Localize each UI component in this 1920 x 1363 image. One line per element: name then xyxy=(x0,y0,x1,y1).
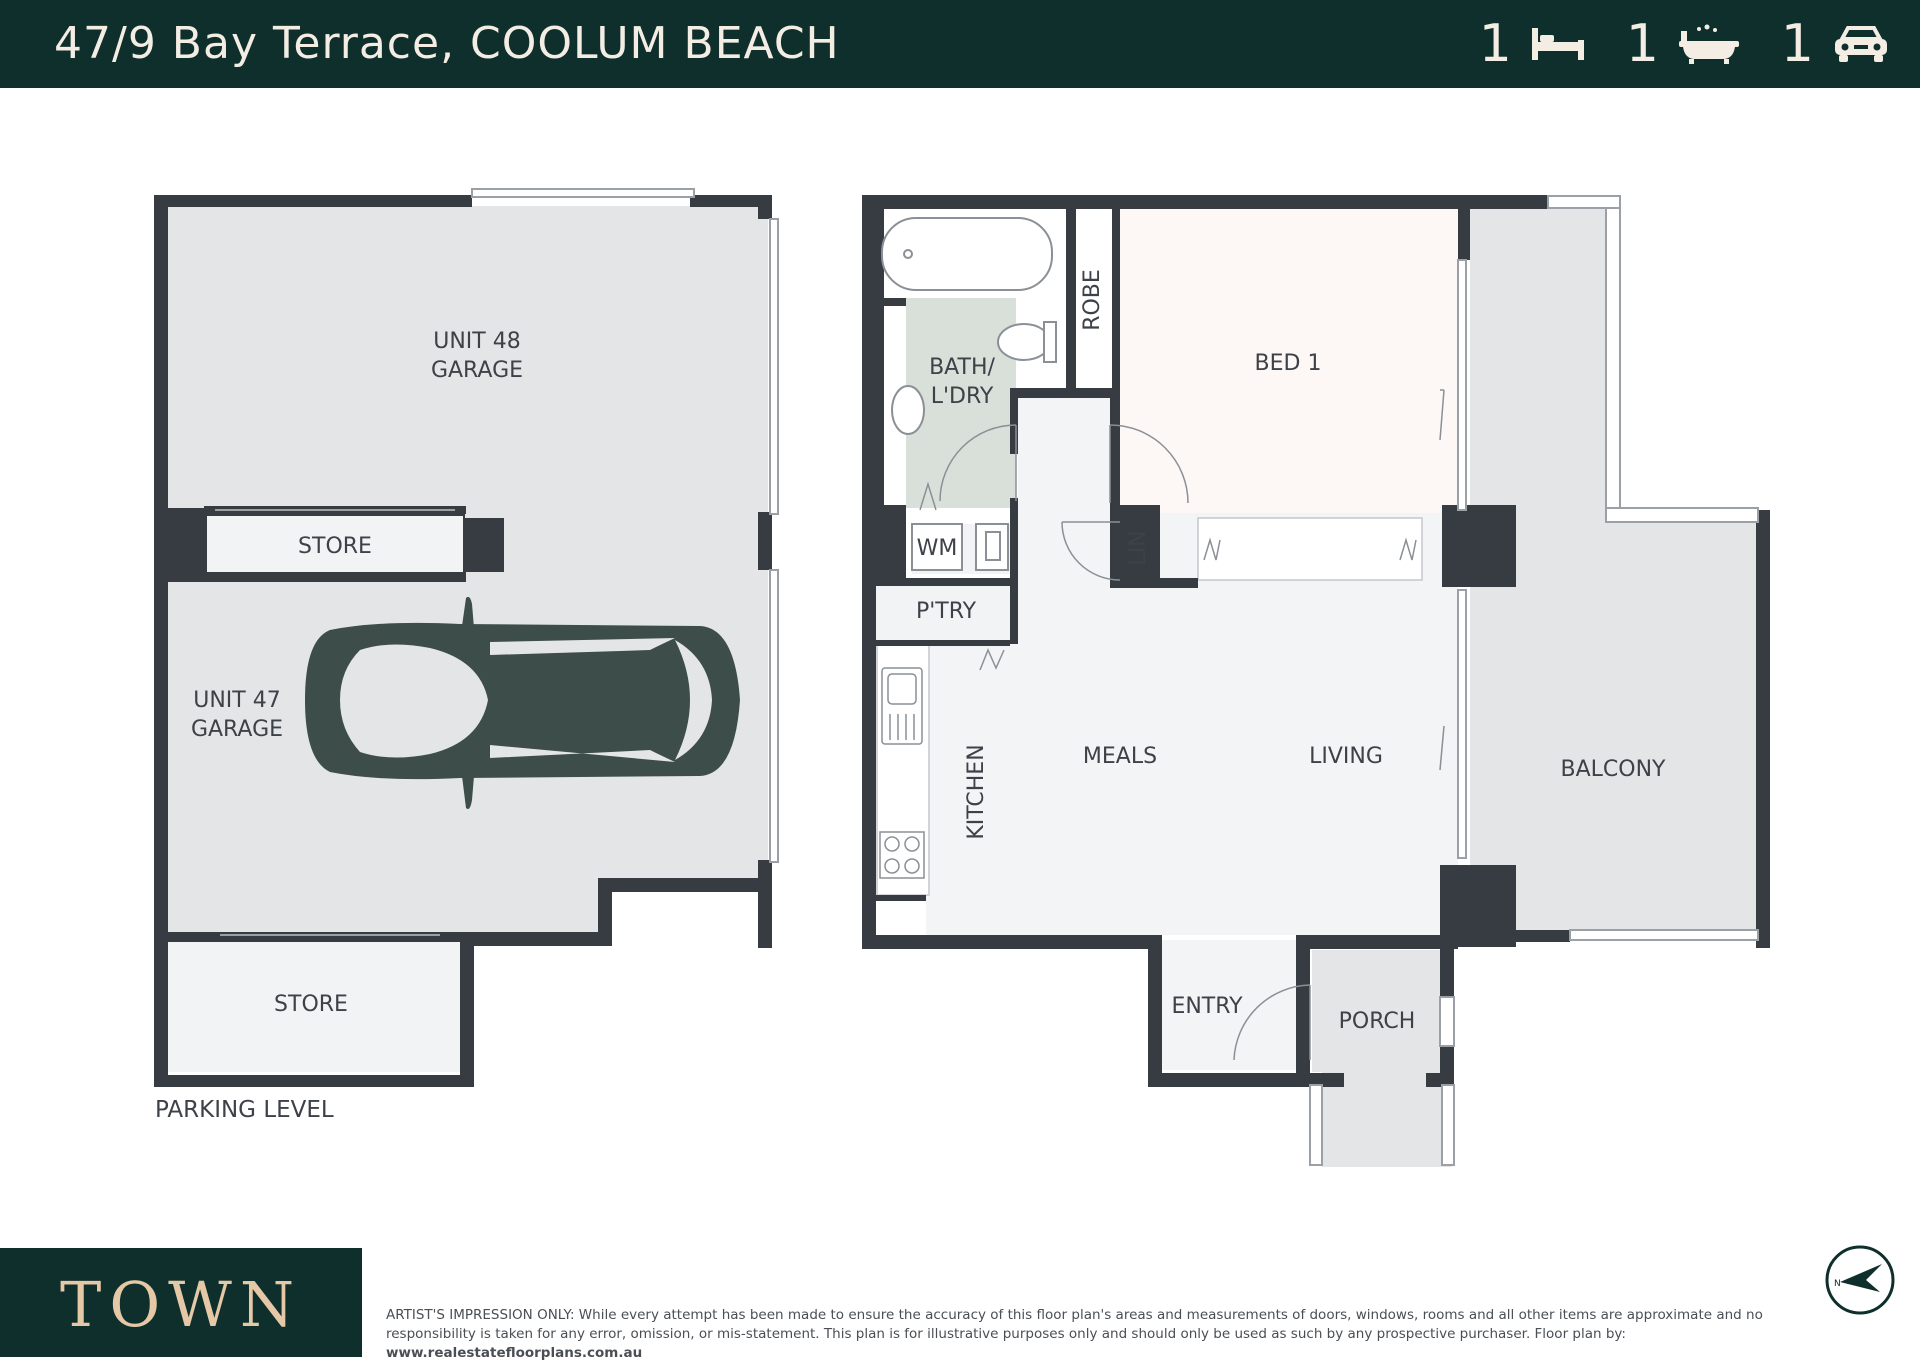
bath-laundry-label-2: L'DRY xyxy=(931,384,994,409)
unit48-garage-label: UNIT 48 xyxy=(433,329,520,354)
disclaimer-text: ARTIST'S IMPRESSION ONLY: While every at… xyxy=(386,1306,1856,1363)
disclaimer-body: ARTIST'S IMPRESSION ONLY: While every at… xyxy=(386,1307,1763,1342)
unit47-garage-label-2: GARAGE xyxy=(191,717,283,742)
brand-logo: TOWN xyxy=(60,1268,303,1341)
washing-machine-label: WM xyxy=(917,536,958,561)
north-arrow-icon: N xyxy=(1825,1245,1895,1315)
car-silhouette xyxy=(305,596,740,809)
porch-label: PORCH xyxy=(1339,1009,1416,1034)
store-lower-label: STORE xyxy=(274,992,348,1017)
bedroom-count-value: 1 xyxy=(1478,14,1512,74)
property-address: 47/9 Bay Terrace, COOLUM BEACH xyxy=(54,18,840,69)
bathroom-count: 1 xyxy=(1626,14,1741,74)
carspace-count: 1 xyxy=(1781,14,1890,74)
bed1-label: BED 1 xyxy=(1255,351,1322,376)
store-upper-label: STORE xyxy=(298,534,372,559)
meals-label: MEALS xyxy=(1083,744,1157,769)
bath-laundry-label: BATH/ xyxy=(929,355,995,380)
entry-label: ENTRY xyxy=(1171,994,1243,1019)
car-icon xyxy=(1832,23,1890,65)
svg-text:N: N xyxy=(1834,1279,1841,1289)
header-bar: 47/9 Bay Terrace, COOLUM BEACH 1 1 xyxy=(0,0,1920,88)
property-specs: 1 1 1 xyxy=(1439,14,1890,74)
brand-panel: TOWN xyxy=(0,1248,362,1357)
pantry-label: P'TRY xyxy=(916,599,977,624)
carspace-count-value: 1 xyxy=(1780,14,1814,74)
bedroom-count: 1 xyxy=(1479,14,1586,74)
linen-label: LIN xyxy=(1126,530,1151,565)
apartment-level-plan: ROBE BATH/ L'DRY BED 1 WM LIN P'TRY KITC… xyxy=(862,195,1770,1167)
unit47-garage-label: UNIT 47 xyxy=(193,688,280,713)
disclaimer-website: www.realestatefloorplans.com.au xyxy=(386,1345,643,1361)
unit48-garage-label-2: GARAGE xyxy=(431,358,523,383)
bed-icon xyxy=(1530,26,1586,62)
bathtub-icon xyxy=(1677,23,1741,65)
bathroom-count-value: 1 xyxy=(1625,14,1659,74)
balcony-label: BALCONY xyxy=(1561,757,1667,782)
parking-level-plan: UNIT 48 GARAGE STORE UNIT 47 GARAGE STOR… xyxy=(154,188,779,1087)
parking-level-label: PARKING LEVEL xyxy=(155,1097,334,1123)
kitchen-label: KITCHEN xyxy=(964,744,989,839)
living-label: LIVING xyxy=(1309,744,1383,769)
robe-label: ROBE xyxy=(1080,269,1105,331)
